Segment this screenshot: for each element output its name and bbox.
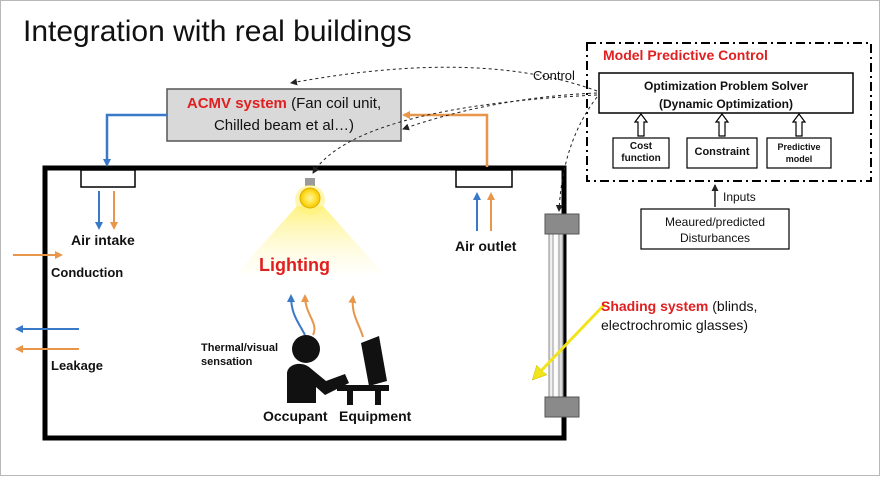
mpc-title: Model Predictive Control	[603, 47, 768, 63]
solver-label: Optimization Problem Solver (Dynamic Opt…	[599, 77, 853, 113]
disturbances-line-1: Meaured/predicted	[664, 215, 766, 229]
shading-detail-1: (blinds,	[708, 298, 758, 314]
control-line-to-window	[555, 96, 598, 212]
solver-line-2: (Dynamic Optimization)	[658, 97, 793, 111]
supply-duct-blue	[103, 113, 167, 167]
sensation-line-2: sensation	[201, 356, 253, 368]
sensation-label: Thermal/visual sensation	[201, 341, 278, 369]
cost-function-box	[612, 137, 670, 169]
constraint-label: Constraint	[694, 146, 750, 158]
solver-box	[598, 72, 854, 114]
occupant-arrow-blue	[287, 294, 306, 336]
shading-arrow	[537, 302, 607, 375]
intake-diffuser	[80, 169, 136, 188]
window-glass	[548, 226, 564, 404]
disturbances-line-2: Disturbances	[679, 231, 751, 245]
room-outline	[42, 165, 567, 441]
page-title: Integration with real buildings	[23, 15, 412, 48]
predictive-model-label: Predictive model	[767, 141, 831, 165]
cost-line-2: function	[621, 153, 661, 164]
disturbances-box	[640, 208, 790, 250]
lighting-label: Lighting	[259, 255, 330, 275]
air-intake-label: Air intake	[71, 232, 135, 248]
acmv-box	[166, 88, 402, 142]
equipment-icon	[337, 336, 389, 405]
control-line-to-light	[312, 94, 598, 174]
inputs-label: Inputs	[723, 190, 756, 204]
control-line-to-diffuser	[402, 92, 598, 131]
control-line-to-acmv	[290, 66, 598, 92]
hollow-arrow-cost	[633, 113, 649, 137]
occupant-label: Occupant	[263, 408, 328, 424]
equipment-label: Equipment	[339, 408, 412, 424]
control-label: Control	[533, 68, 575, 83]
conduction-label: Conduction	[51, 265, 124, 280]
shading-detail-2: electrochromic glasses)	[601, 317, 749, 333]
acmv-detail-2: Chilled beam et al…)	[213, 117, 355, 134]
light-beam	[237, 206, 383, 273]
cost-function-label: Cost function	[613, 141, 669, 165]
acmv-detail-1: (Fan coil unit,	[286, 95, 382, 112]
predictive-line-1: Predictive	[777, 142, 821, 152]
bulb-socket	[305, 178, 315, 186]
acmv-label: ACMV system (Fan coil unit, Chilled beam…	[167, 89, 401, 141]
light-bulb-icon	[299, 187, 321, 209]
return-duct-orange	[402, 111, 489, 167]
predictive-line-2: model	[785, 154, 813, 164]
disturbances-label: Meaured/predicted Disturbances	[641, 214, 789, 246]
shading-label: Shading system (blinds, electrochromic g…	[601, 297, 757, 335]
constraint-box	[686, 137, 758, 169]
window-cap-bottom	[544, 396, 580, 418]
leakage-label: Leakage	[51, 358, 104, 373]
occupant-arrow-orange	[301, 294, 316, 336]
shading-name: Shading system	[601, 298, 709, 314]
equipment-arrow	[348, 295, 364, 338]
predictive-model-box	[766, 137, 832, 169]
outlet-diffuser	[455, 169, 513, 188]
window-cap-top	[544, 213, 580, 235]
hollow-arrow-predictive	[791, 113, 807, 137]
occupant-icon	[287, 335, 349, 403]
air-outlet-label: Air outlet	[455, 238, 517, 254]
hollow-arrow-constraint	[714, 113, 730, 137]
acmv-name: ACMV system	[186, 95, 287, 112]
solver-line-1: Optimization Problem Solver	[643, 79, 809, 93]
cost-line-1: Cost	[629, 141, 653, 152]
sensation-line-1: Thermal/visual	[201, 342, 279, 354]
